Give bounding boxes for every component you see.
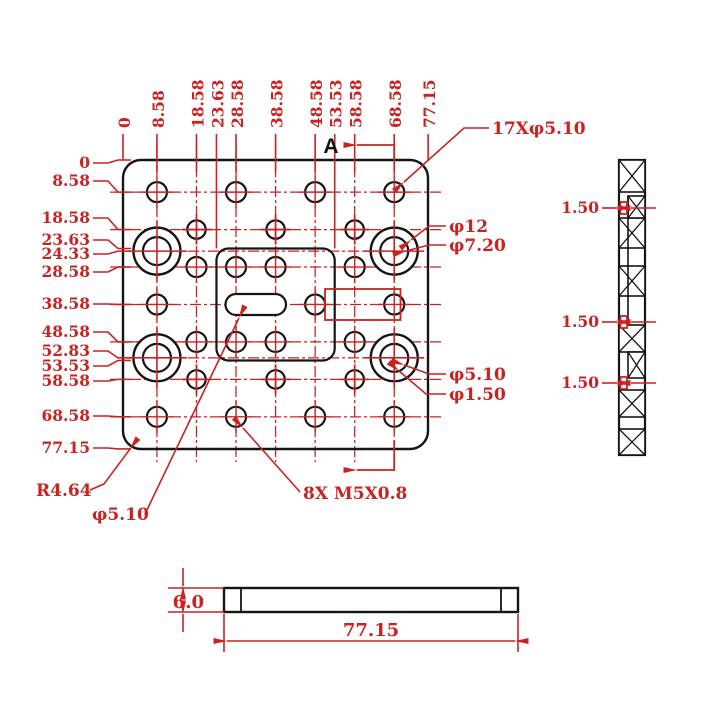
extension-line-left [93,250,131,255]
dimension-label-left: 53.53 [41,356,90,375]
thickness-label: 6.0 [173,592,204,613]
callout-holes-count: 17Xφ5.10 [492,119,586,139]
extension-line-left [93,447,131,450]
dimension-label-top: 38.58 [268,79,287,128]
dimension-label-top: 77.15 [420,79,439,128]
recess-notch [619,201,628,215]
side-dimension-label: 1.50 [561,312,599,331]
center-slot [224,292,288,317]
hatch-line [627,195,646,219]
detail-rectangle [324,288,402,321]
dimension-label-left: 28.58 [41,262,90,281]
callout-small-hole: φ5.10 [449,365,506,385]
extension-line-left [93,159,131,164]
callout-slot-width-leader [144,304,248,515]
callout-corner-radius: R4.64 [36,481,92,501]
dimension-label-top: 58.58 [347,79,366,128]
dimension-label-top: 23.63 [208,79,227,128]
dimension-label-left: 77.15 [41,438,90,457]
dimension-label-left: 38.58 [41,294,90,313]
hatch-line [618,217,646,249]
callout-pilot-hole: φ1.50 [449,385,506,405]
callout-counterbore-inner-leader [392,244,446,258]
side-view: 1.50 1.50 1.50 [561,158,656,457]
extension-line-left [93,350,131,359]
callout-tapped-holes: 8X M5X0.8 [303,484,407,504]
center-boss [215,247,336,362]
extension-line-left [93,415,131,418]
callout-counterbore-outer-leader [398,225,446,251]
dimension-label-left: 23.63 [41,230,90,249]
extension-line-left [93,266,131,273]
hatch-line [618,265,646,297]
dimension-label-left: 68.58 [41,406,90,425]
extension-line-left [93,239,131,250]
callout-corner-radius-leader [89,436,141,491]
callout-pilot-hole-leader [386,359,446,395]
section-arrow-top [343,142,396,160]
dimension-label-top: 0 [115,117,134,128]
hatch-line [618,389,646,418]
extension-line-left [93,217,131,231]
hatch-line [618,159,646,193]
dimension-label-left: 18.58 [41,208,90,227]
dimension-label-top: 68.58 [386,79,405,128]
hatch-line [618,428,646,456]
dimension-label-left: 0 [79,153,90,172]
width-label: 77.15 [343,620,399,641]
dimension-label-top: 8.58 [149,90,168,128]
side-dimension-label: 1.50 [561,198,599,217]
section-letter: A [323,135,338,158]
bottom-view: 6.0 77.15 [168,568,529,652]
dimension-label-top: 53.53 [327,79,346,128]
extension-line-left [93,180,131,193]
hatch-line [627,351,646,379]
dimension-label-left: 52.83 [41,341,90,360]
dimension-label-top: 28.58 [228,79,247,128]
extension-line-left [93,378,131,382]
recess-notch [619,315,628,329]
extension-line-left [93,331,131,343]
callout-counterbore-outer: φ12 [449,217,488,237]
bottom-view-outline [222,586,520,614]
callout-counterbore-inner: φ7.20 [449,236,506,256]
callout-holes-count-leader [391,127,489,194]
hatch-line [618,324,646,353]
section-arrow-bottom [343,440,396,473]
recess-notch [619,376,628,390]
dimension-label-left: 24.33 [41,244,90,263]
extension-line-left [93,359,131,367]
dimension-label-left: 8.58 [52,171,90,190]
dimension-label-left: 58.58 [41,371,90,390]
dimension-label-left: 48.58 [41,322,90,341]
side-dimension-label: 1.50 [561,373,599,392]
dimension-label-top: 48.58 [307,79,326,128]
callout-tapped-holes-leader [231,415,301,493]
callout-slot-width: φ5.10 [92,505,149,525]
dimension-label-top: 18.58 [188,79,207,128]
callout-small-hole-leader [390,357,446,375]
